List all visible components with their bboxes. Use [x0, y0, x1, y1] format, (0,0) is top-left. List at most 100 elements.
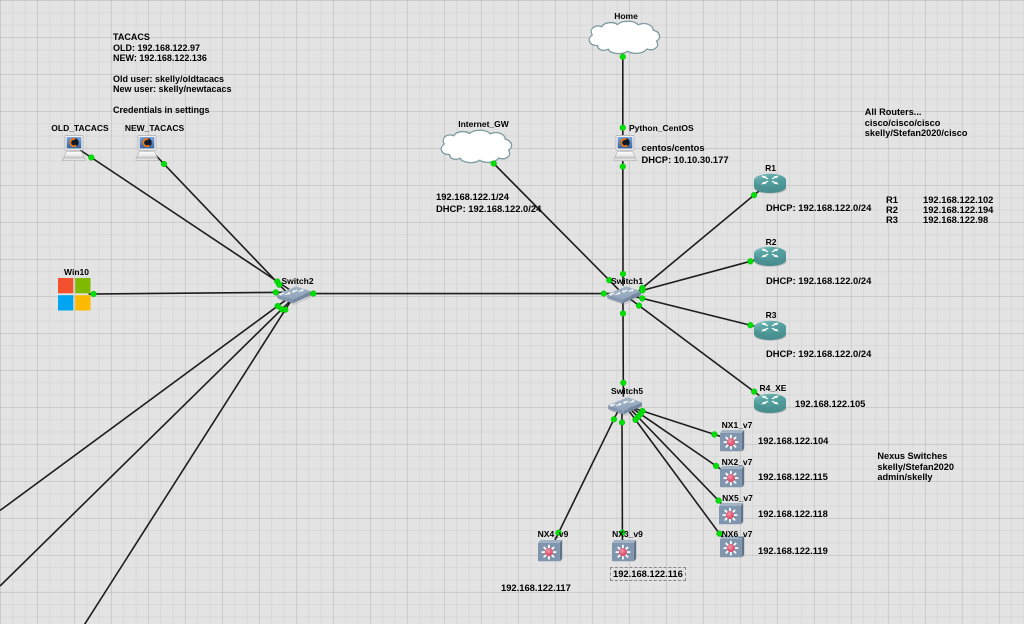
nx6-ip-note[interactable]: 192.168.122.119: [758, 544, 828, 556]
link-status-dot: [282, 306, 289, 313]
router-ip-cell: 192.168.122.194: [923, 204, 994, 216]
node-label-nx4-v9[interactable]: NX4_v9: [537, 528, 569, 539]
node-win10[interactable]: [57, 277, 90, 311]
link-switch1--r4-xe[interactable]: [628, 297, 763, 399]
nx3-ip-note[interactable]: 192.168.122.116: [610, 566, 686, 582]
node-home-cloud[interactable]: [586, 20, 662, 55]
node-r2[interactable]: [753, 246, 787, 268]
node-label-old-tacacs[interactable]: OLD_TACACS: [51, 123, 109, 133]
node-r3[interactable]: [753, 320, 787, 342]
node-switch2[interactable]: [276, 285, 312, 305]
r3-dhcp-note[interactable]: DHCP: 192.168.122.0/24: [766, 347, 872, 359]
router-icon: [753, 321, 787, 342]
cloud-icon: [440, 129, 513, 163]
router-icon: [753, 247, 787, 268]
nx1-ip-note[interactable]: 192.168.122.104: [758, 435, 829, 447]
node-switch5[interactable]: [607, 396, 643, 416]
nexus-switch-icon: [720, 430, 745, 452]
node-label-internet-gw[interactable]: Internet_GW: [458, 119, 509, 129]
nexus-switch-icon: [611, 539, 636, 562]
link-status-dot: [711, 431, 718, 438]
node-switch1[interactable]: [606, 285, 642, 305]
link-status-dot: [88, 154, 95, 161]
link-switch5--nx5-v7[interactable]: [628, 407, 724, 506]
router-ip-row: R2 192.168.122.194: [886, 205, 993, 215]
nexus-switch-icon: [720, 466, 745, 489]
link-status-dot: [632, 416, 639, 423]
link-switch5--nx6-v7[interactable]: [627, 408, 724, 539]
node-nx3-v9[interactable]: [611, 539, 637, 562]
node-label-python-centos[interactable]: Python_CentOS: [629, 123, 694, 133]
tacacs-note[interactable]: TACACS OLD: 192.168.122.97 NEW: 192.168.…: [113, 32, 232, 115]
r4-ip-note[interactable]: 192.168.122.105: [795, 397, 866, 409]
node-label-r1[interactable]: R1: [765, 163, 776, 173]
link-status-dot: [278, 306, 285, 313]
link-status-dot: [634, 413, 642, 421]
link-switch2--offcanvas-c[interactable]: [81, 295, 295, 624]
router-name-cell: R2: [886, 204, 898, 216]
link-switch1--r3[interactable]: [628, 294, 761, 329]
link-switch1--r2[interactable]: [628, 257, 761, 295]
nexus-note[interactable]: Nexus Switches skelly/Stefan2020 admin/s…: [877, 450, 955, 483]
router-name-cell: R3: [886, 214, 898, 226]
computer-icon: [61, 134, 86, 161]
node-label-switch1[interactable]: Switch1: [610, 276, 644, 286]
nexus-switch-icon: [538, 539, 563, 562]
nx4-ip-note[interactable]: 192.168.122.117: [501, 582, 571, 594]
node-label-switch5[interactable]: Switch5: [610, 386, 644, 397]
link-new-tacacs--switch2[interactable]: [155, 154, 289, 295]
link-status-dot: [619, 163, 626, 170]
node-nx2-v7[interactable]: [720, 466, 745, 489]
node-nx1-v7[interactable]: [720, 430, 745, 452]
node-label-r2[interactable]: R2: [765, 237, 777, 247]
link-switch2--offcanvas-b[interactable]: [0, 296, 295, 587]
node-old-tacacs[interactable]: [61, 134, 87, 162]
all-routers-note[interactable]: All Routers... cisco/cisco/cisco skelly/…: [864, 107, 968, 139]
link-status-dot: [619, 124, 626, 131]
node-r4-xe[interactable]: [753, 393, 787, 414]
node-label-switch2[interactable]: Switch2: [281, 276, 314, 287]
nx2-ip-note[interactable]: 192.168.122.115: [758, 471, 828, 483]
link-switch1--r1[interactable]: [631, 188, 763, 298]
node-label-new-tacacs[interactable]: NEW_TACACS: [124, 123, 185, 133]
link-switch5--nx4-v9[interactable]: [553, 409, 620, 543]
node-python-centos[interactable]: [612, 134, 638, 162]
gw-subnet-note[interactable]: 192.168.122.1/24 DHCP: 192.168.122.0/24: [436, 190, 542, 214]
link-internet-gw--switch1[interactable]: [486, 156, 620, 291]
centos-note[interactable]: centos/centos DHCP: 10.10.30.177: [641, 141, 729, 166]
link-switch2--offcanvas-a[interactable]: [0, 294, 293, 512]
node-label-r3[interactable]: R3: [765, 310, 777, 320]
node-new-tacacs[interactable]: [134, 134, 160, 162]
link-win10--switch2[interactable]: [88, 291, 290, 295]
node-nx4-v9[interactable]: [538, 539, 563, 562]
node-label-nx6-v7[interactable]: NX6_v7: [721, 528, 753, 539]
r2-dhcp-note[interactable]: DHCP: 192.168.122.0/24: [766, 274, 872, 286]
node-r1[interactable]: [753, 173, 787, 194]
node-label-nx2-v7[interactable]: NX2_v7: [721, 456, 753, 467]
node-label-win10[interactable]: Win10: [64, 266, 89, 277]
ethernet-switch-icon: [606, 285, 641, 305]
link-status-dot: [274, 278, 281, 285]
link-old-tacacs--switch2[interactable]: [79, 149, 290, 290]
link-switch5--nx1-v7[interactable]: [628, 405, 723, 438]
node-nx6-v7[interactable]: [720, 536, 745, 559]
node-nx5-v7[interactable]: [719, 502, 744, 525]
r1-dhcp-note[interactable]: DHCP: 192.168.122.0/24: [766, 201, 872, 213]
node-label-nx5-v7[interactable]: NX5_v7: [722, 493, 753, 504]
router-icon: [753, 173, 787, 194]
link-status-dot: [620, 379, 627, 386]
node-internet-gw[interactable]: [438, 129, 514, 164]
node-label-home-cloud[interactable]: Home: [614, 10, 638, 21]
link-switch5--nx2-v7[interactable]: [629, 405, 723, 471]
windows-logo-icon: [57, 277, 90, 311]
node-label-nx1-v7[interactable]: NX1_v7: [721, 420, 753, 431]
computer-icon: [612, 134, 637, 161]
link-status-dot: [618, 419, 626, 426]
node-label-r4-xe[interactable]: R4_XE: [759, 382, 787, 393]
nx5-ip-note[interactable]: 192.168.122.118: [758, 507, 828, 519]
link-status-dot: [160, 160, 168, 168]
nexus-switch-icon: [719, 502, 744, 525]
node-label-nx3-v9[interactable]: NX3_v9: [612, 528, 643, 539]
